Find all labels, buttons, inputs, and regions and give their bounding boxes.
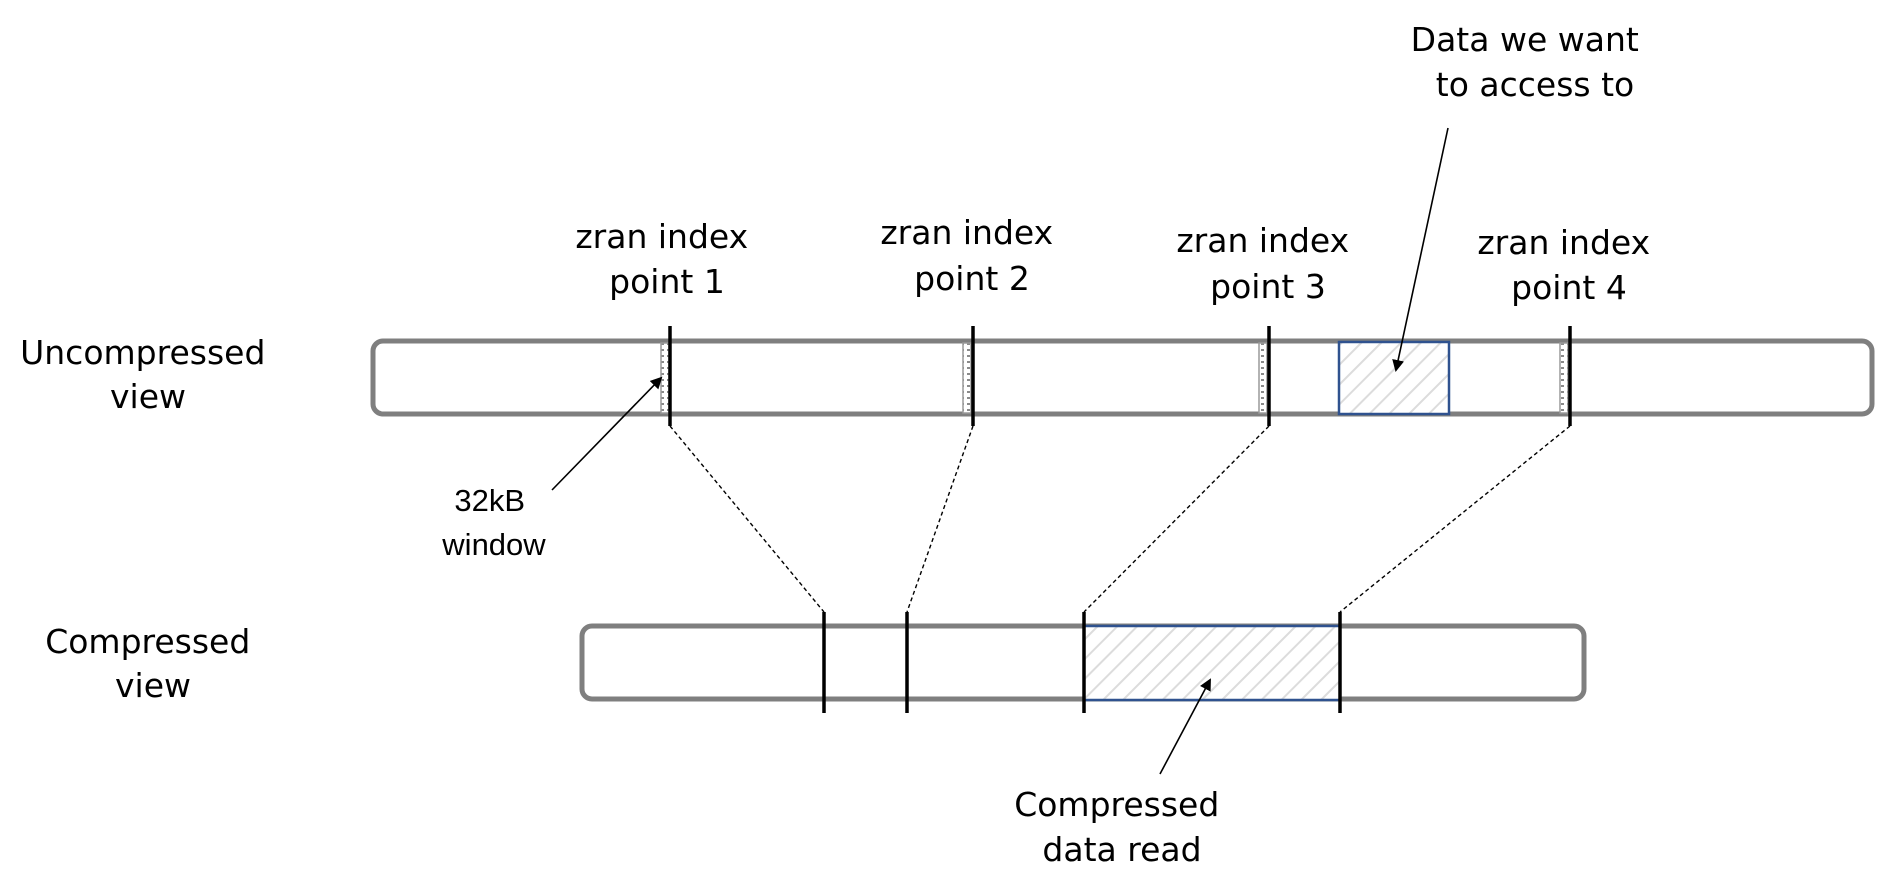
index-label-4-line1: zran index <box>1477 223 1650 262</box>
index-label-2-line1: zran index <box>880 213 1053 252</box>
window-label: 32kB window <box>441 483 546 562</box>
window-block-3 <box>1258 342 1268 414</box>
index-label-2-line2: point 2 <box>914 259 1030 298</box>
compressed-view-label-line2: view <box>115 666 191 705</box>
index-label-4-line2: point 4 <box>1511 268 1627 307</box>
mapping-line-3 <box>1083 425 1270 613</box>
uncompressed-view-label-line2: view <box>110 377 186 416</box>
uncompressed-bar <box>370 338 1875 417</box>
compressed-read-region <box>1084 627 1340 699</box>
read-label-line1: Compressed <box>1014 785 1219 824</box>
uncompressed-view-label: Uncompressed view <box>20 333 276 416</box>
index-label-3: zran index point 3 <box>1176 221 1359 306</box>
index-label-3-line1: zran index <box>1176 221 1349 260</box>
mapping-line-2 <box>906 425 974 613</box>
target-label-line2: to access to <box>1436 65 1634 104</box>
target-label: Data we want to access to <box>1411 20 1650 104</box>
target-data-region <box>1337 340 1451 416</box>
window-block-1 <box>660 342 670 414</box>
window-block-4 <box>1559 342 1569 414</box>
index-label-3-line2: point 3 <box>1210 267 1326 306</box>
mapping-line-4 <box>1339 425 1571 613</box>
target-label-line1: Data we want <box>1411 20 1639 59</box>
index-label-1: zran index point 1 <box>575 217 758 301</box>
index-label-2: zran index point 2 <box>880 213 1063 298</box>
read-arrow <box>1159 678 1211 775</box>
index-label-4: zran index point 4 <box>1477 223 1660 307</box>
window-label-line2: window <box>441 527 546 562</box>
index-label-1-line1: zran index <box>575 217 748 256</box>
window-label-line1: 32kB <box>454 483 525 518</box>
compressed-view-label-line1: Compressed <box>45 622 250 661</box>
index-label-1-line2: point 1 <box>609 262 725 301</box>
window-arrow <box>551 376 663 491</box>
mapping-line-1 <box>669 425 825 613</box>
read-label-line2: data read <box>1042 830 1201 869</box>
compressed-view-label: Compressed view <box>45 622 261 705</box>
read-label: Compressed data read <box>1014 785 1230 869</box>
window-block-2 <box>962 342 972 414</box>
uncompressed-view-label-line1: Uncompressed <box>20 333 265 372</box>
target-arrow <box>1392 127 1449 372</box>
